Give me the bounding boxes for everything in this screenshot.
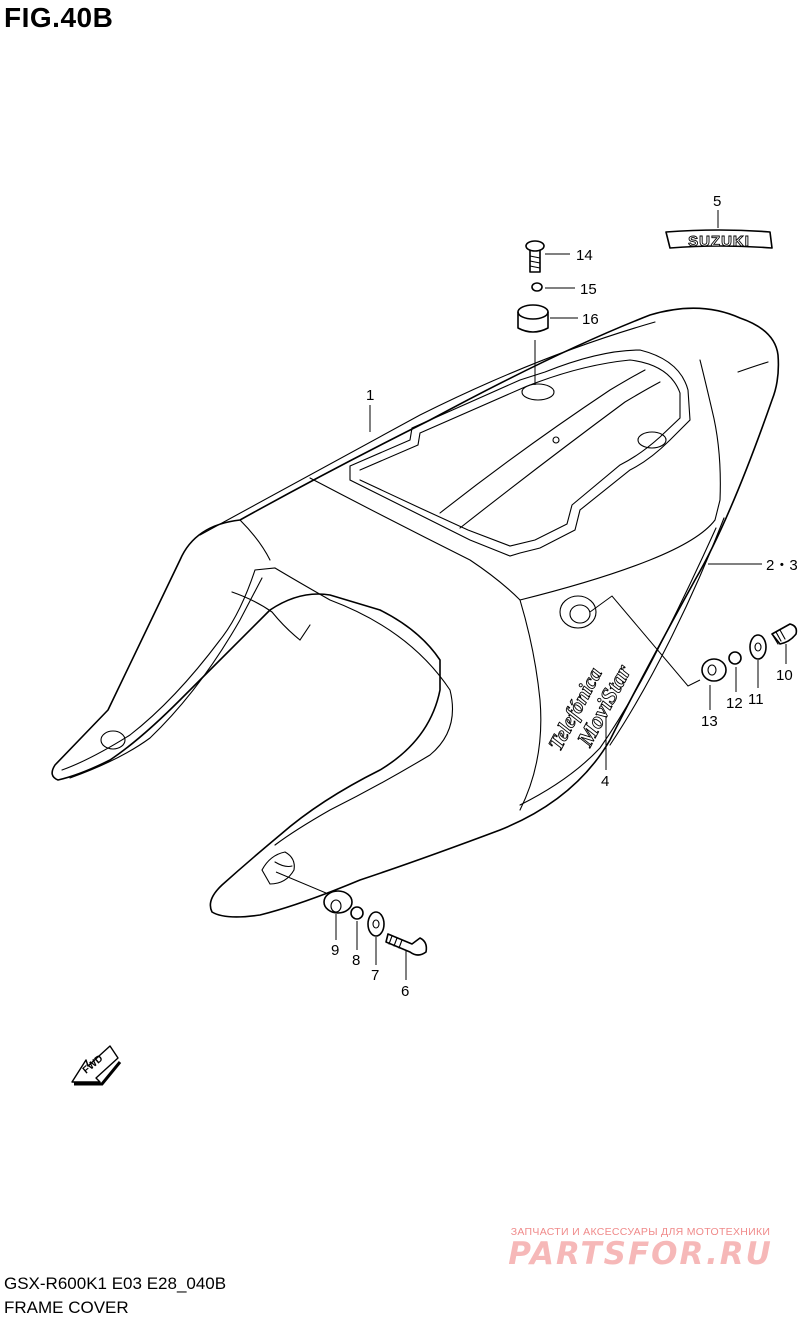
model-code: GSX-R600K1 E03 E28_040B bbox=[4, 1274, 227, 1293]
callout-part-2-3[interactable]: 2・3 bbox=[766, 557, 798, 574]
watermark-logo: PARTSFOR.RU bbox=[508, 1236, 773, 1272]
suzuki-emblem[interactable]: SUZUKI bbox=[665, 229, 773, 250]
grommet-bottom-part-9[interactable] bbox=[323, 890, 353, 914]
callout-part-1[interactable]: 1 bbox=[366, 387, 374, 404]
suzuki-emblem-text: SUZUKI bbox=[688, 233, 750, 250]
screw-side-part-10[interactable] bbox=[771, 623, 798, 645]
callout-part-12[interactable]: 12 bbox=[726, 695, 743, 712]
grommet-top-part-16[interactable] bbox=[517, 304, 549, 333]
sponsor-decal: Telefónica MoviStar bbox=[543, 659, 637, 754]
screw-top-part-14[interactable] bbox=[525, 240, 545, 273]
washer-bottom-part-7[interactable] bbox=[367, 911, 385, 937]
callout-part-14[interactable]: 14 bbox=[576, 247, 593, 264]
washer-side-part-11[interactable] bbox=[749, 634, 767, 660]
nut-top-part-15[interactable] bbox=[531, 282, 543, 292]
callout-part-6[interactable]: 6 bbox=[401, 983, 409, 1000]
callout-part-8[interactable]: 8 bbox=[352, 952, 360, 969]
collar-bottom-part-8[interactable] bbox=[350, 906, 364, 920]
frame-cover-body[interactable] bbox=[51, 307, 780, 918]
callout-part-7[interactable]: 7 bbox=[371, 967, 379, 984]
callout-part-13[interactable]: 13 bbox=[701, 713, 718, 730]
watermark: ЗАПЧАСТИ И АКСЕССУАРЫ ДЛЯ МОТОТЕХНИКИ PA… bbox=[488, 1226, 793, 1272]
callout-part-4[interactable]: 4 bbox=[601, 773, 609, 790]
callout-part-11[interactable]: 11 bbox=[748, 691, 764, 708]
callout-part-5[interactable]: 5 bbox=[713, 193, 721, 210]
callout-part-15[interactable]: 15 bbox=[580, 281, 597, 298]
forward-direction-arrow-icon: FWD bbox=[71, 1045, 122, 1086]
callout-part-9[interactable]: 9 bbox=[331, 942, 339, 959]
screw-bottom-part-6[interactable] bbox=[385, 933, 428, 956]
grommet-side-part-13[interactable] bbox=[701, 658, 727, 682]
collar-side-part-12[interactable] bbox=[728, 651, 742, 665]
figure-title: FIG.40B bbox=[4, 2, 114, 33]
callout-part-10[interactable]: 10 bbox=[776, 667, 793, 684]
section-name: FRAME COVER bbox=[4, 1298, 129, 1317]
watermark-caption: ЗАПЧАСТИ И АКСЕССУАРЫ ДЛЯ МОТОТЕХНИКИ bbox=[510, 1226, 771, 1238]
callout-part-16[interactable]: 16 bbox=[582, 311, 599, 328]
